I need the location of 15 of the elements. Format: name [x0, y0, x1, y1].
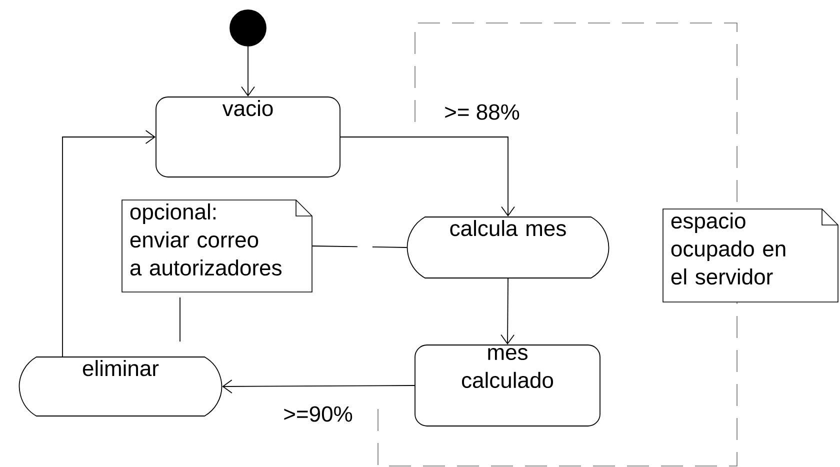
arrow [500, 278, 515, 345]
state-box: mes calculado [414, 344, 600, 426]
arrow [241, 46, 255, 97]
arrow [340, 136, 515, 217]
arrow [62, 130, 156, 357]
start-dot [230, 10, 266, 46]
connector-line [312, 246, 408, 248]
edge-label: >=90% [282, 405, 354, 423]
note-box: opcional: enviar correo a autorizadores [122, 200, 312, 292]
edge-label: >= 88% [443, 103, 521, 121]
state-box: vacio [156, 96, 340, 178]
activity-box: eliminar [18, 356, 222, 416]
note-box: espacio ocupado en el servidor [662, 208, 838, 302]
arrow [222, 380, 415, 394]
activity-box: calcula mes [406, 216, 610, 278]
